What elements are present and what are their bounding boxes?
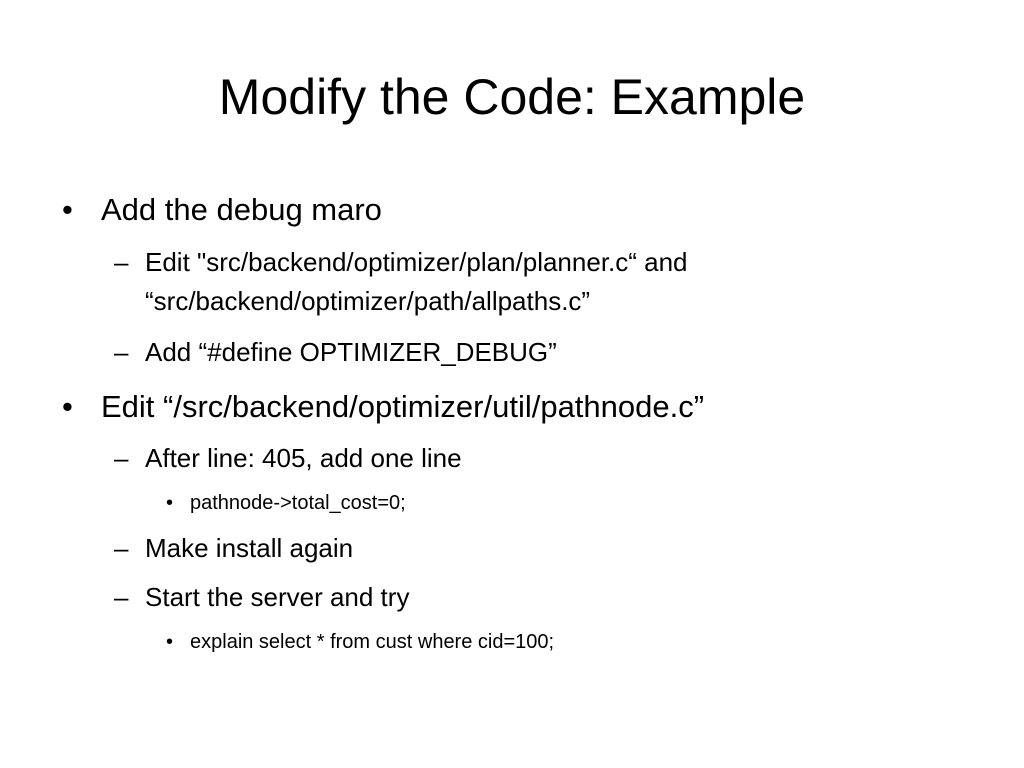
sub-bullet-text: Make install again [145, 533, 354, 563]
slide-title: Modify the Code: Example [218, 69, 806, 125]
sub-sub-bullet-marker: • [166, 492, 174, 514]
bullet-text: Add the debug maro [101, 192, 382, 227]
sub-sub-bullet-marker: • [166, 631, 174, 653]
sub-bullet-marker: – [114, 443, 129, 473]
sub-bullet-marker: – [114, 247, 129, 277]
bullet-marker: • [62, 389, 73, 424]
bullet-text: Edit “/src/backend/optimizer/util/pathno… [101, 389, 705, 424]
sub-bullet-marker: – [114, 337, 129, 367]
sub-bullet-text: Add “#define OPTIMIZER_DEBUG” [145, 337, 557, 367]
sub-sub-bullet-text: pathnode->total_cost=0; [190, 492, 406, 514]
sub-bullet-text: After line: 405, add one line [145, 443, 462, 473]
sub-bullet-text: Start the server and try [145, 582, 410, 612]
sub-bullet-text: Edit "src/backend/optimizer/plan/planner… [145, 247, 688, 277]
sub-sub-bullet-text: explain select * from cust where cid=100… [190, 631, 555, 653]
bullet-marker: • [62, 192, 73, 227]
sub-bullet-marker: – [114, 533, 129, 563]
sub-bullet-marker: – [114, 582, 129, 612]
sub-bullet-text-continued: “src/backend/optimizer/path/allpaths.c” [145, 286, 591, 316]
